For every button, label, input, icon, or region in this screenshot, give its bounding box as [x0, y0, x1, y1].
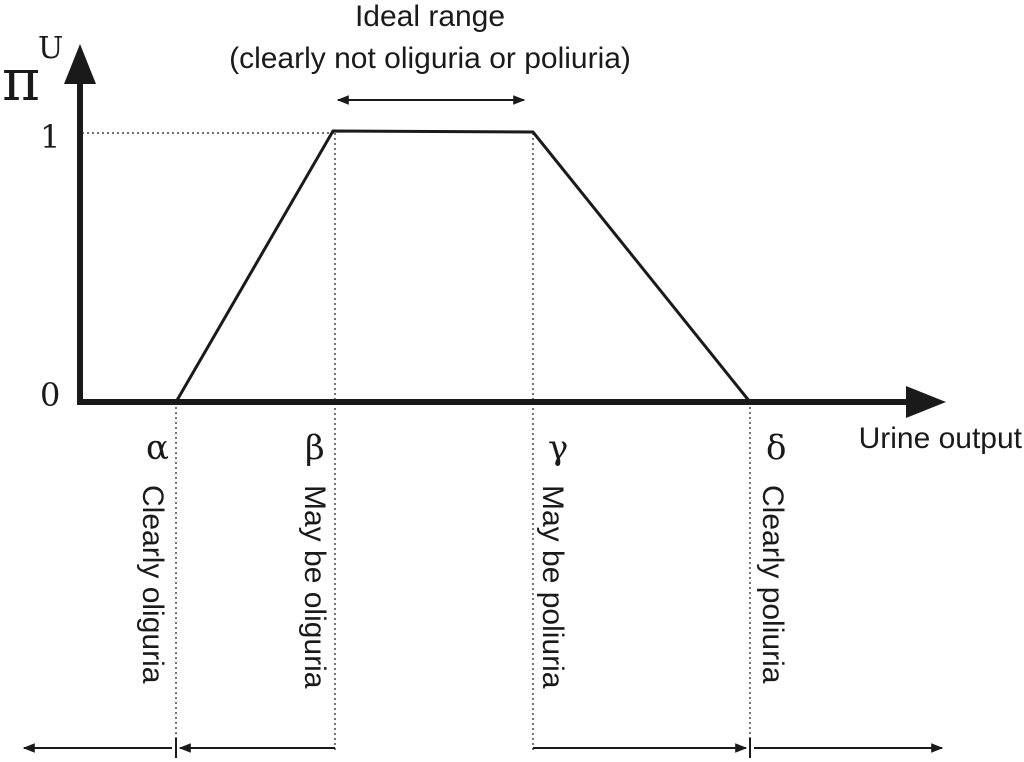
delta-symbol: δ — [766, 428, 786, 468]
delta-caption: Clearly poliuria — [756, 485, 789, 684]
x-axis-arrowhead — [906, 386, 946, 418]
alpha-caption: Clearly oliguria — [136, 485, 169, 684]
y-axis-superscript: U — [38, 31, 63, 66]
ideal-range-title: Ideal range — [355, 0, 505, 33]
gamma-symbol: γ — [548, 428, 568, 468]
ideal-range-subtitle: (clearly not oliguria or poliuria) — [229, 42, 631, 75]
x-axis-label: Urine output — [859, 422, 1023, 455]
beta-symbol: β — [305, 428, 325, 468]
y-axis-arrowhead — [64, 44, 96, 84]
y-tick-one: 1 — [40, 118, 60, 156]
y-tick-zero: 0 — [40, 376, 60, 414]
alpha-symbol: α — [146, 428, 169, 468]
membership-trapezoid — [174, 129, 752, 403]
gamma-caption: May be poliuria — [536, 485, 569, 689]
y-axis-symbol: π — [2, 46, 40, 114]
beta-caption: May be oliguria — [298, 485, 331, 689]
